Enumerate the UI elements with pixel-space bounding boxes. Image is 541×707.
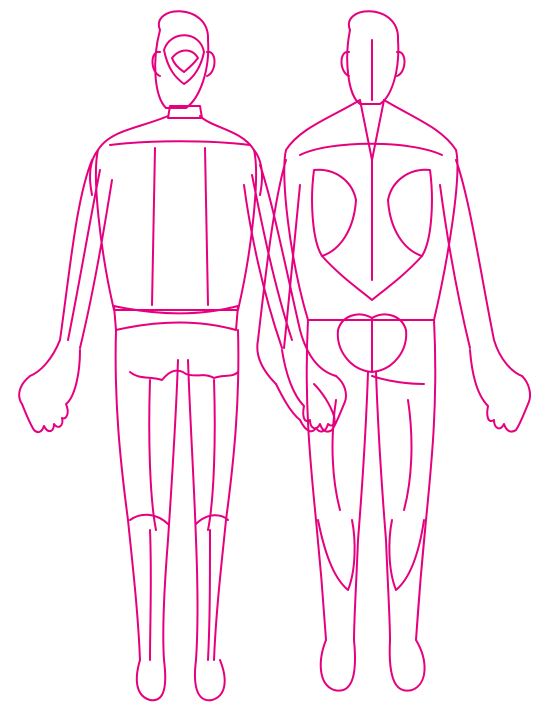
- back-leg-left-inner: [354, 372, 368, 640]
- back-calf-left: [318, 520, 355, 590]
- back-shoulder-blade-right: [388, 170, 432, 256]
- front-chest-line: [110, 141, 250, 145]
- back-hand-left: [276, 384, 335, 431]
- front-torso-seam-left: [152, 148, 155, 305]
- front-arm-left-outer: [30, 160, 92, 376]
- front-pelvis-lower: [130, 371, 238, 380]
- front-leg-left-inner: [163, 360, 178, 660]
- back-leg-right-inner: [376, 372, 390, 640]
- front-body-figure: [19, 11, 346, 700]
- front-torso-seam-right: [205, 148, 208, 305]
- back-calf-right: [389, 520, 424, 590]
- front-knee-right: [196, 515, 228, 524]
- front-arm-left-seam: [68, 170, 100, 340]
- back-leg-right-outer: [416, 320, 435, 640]
- front-hand-right: [282, 350, 346, 432]
- back-shoulder-blade-left: [312, 170, 356, 256]
- front-hand-left: [19, 350, 80, 432]
- front-leg-right-seam: [208, 380, 215, 530]
- back-arm-right-outer: [456, 160, 522, 376]
- front-foot-left: [137, 660, 165, 700]
- front-knee-left: [130, 515, 168, 524]
- front-arm-right-inner: [244, 185, 282, 348]
- front-leg-left-seam: [149, 380, 156, 530]
- back-heel-left: [321, 640, 355, 691]
- front-leg-right-outer: [214, 330, 238, 660]
- back-buttock-left: [338, 314, 372, 372]
- back-neck-trapezius: [286, 100, 456, 150]
- front-shin-right: [208, 530, 210, 660]
- back-buttock-right: [372, 314, 406, 372]
- back-hip-line: [372, 376, 424, 384]
- back-hamstring-right: [404, 400, 411, 510]
- front-arm-left-inner: [80, 180, 112, 348]
- front-leg-left-outer: [116, 330, 140, 660]
- back-heel-right: [390, 640, 425, 691]
- front-face-inner: [172, 51, 198, 73]
- front-torso-outline: [96, 116, 256, 310]
- front-head: [155, 11, 208, 108]
- back-body-figure: [257, 11, 530, 690]
- front-shin-left: [150, 530, 151, 660]
- back-leg-left-outer: [307, 320, 326, 640]
- back-hand-right: [470, 350, 530, 432]
- back-trapezius-center: [360, 100, 384, 160]
- front-foot-right: [195, 660, 225, 700]
- front-leg-right-inner: [188, 360, 198, 660]
